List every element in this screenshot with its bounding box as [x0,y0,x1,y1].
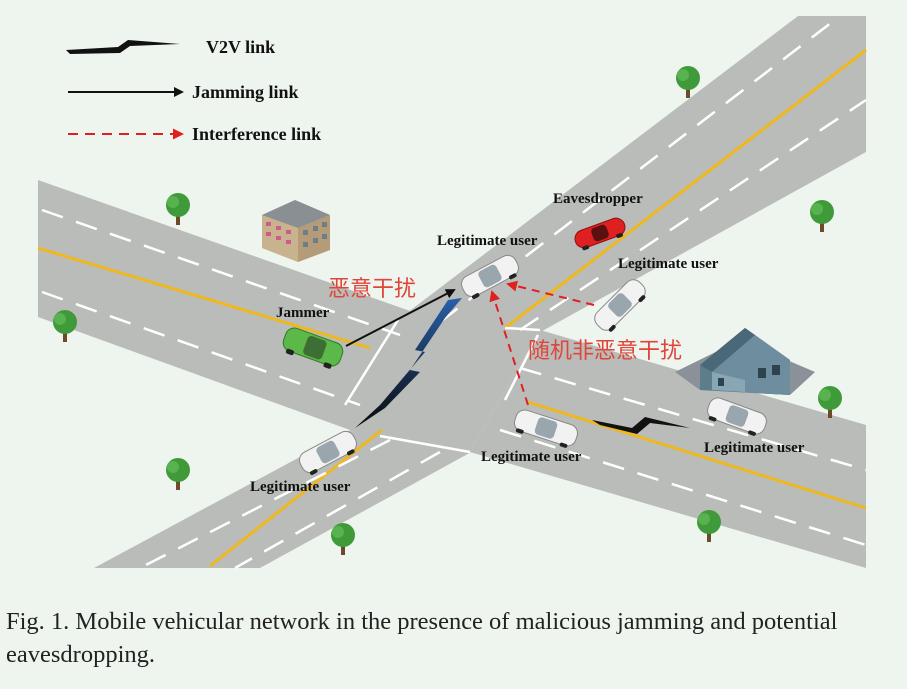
legitimate-user-bottom-left-label: Legitimate user [250,479,351,495]
stop-line-1 [343,319,400,406]
road-east [470,330,866,568]
interference-link-arrow-2 [489,290,529,406]
road-southwest [94,430,475,568]
stop-line-2 [504,326,541,332]
legitimate-user-car-center-icon [461,254,519,299]
intersection [350,322,540,452]
road-northeast [395,16,866,335]
v2v-link-bolt-center [355,298,462,428]
malicious-jamming-annotation: 恶意干扰 [328,277,416,302]
tree-icon [810,200,834,232]
stop-line-4 [379,434,471,454]
figure-caption: Fig. 1. Mobile vehicular network in the … [6,608,838,668]
legitimate-user-car-right-top-icon [594,279,646,332]
v2v-link-bolt-right [592,417,690,434]
tree-icon [53,310,77,342]
yellow-line-northeast [504,48,867,330]
tree-icon [818,386,842,418]
network-diagram: V2V link Jamming link Interference link … [37,15,867,570]
legend-v2v-label: V2V link [206,37,275,57]
legitimate-user-right-top-label: Legitimate user [618,256,719,272]
lane-west-2 [41,290,361,407]
lane-east-2 [499,428,867,547]
legitimate-user-car-bottom-right-icon [707,397,767,436]
tree-icon [697,510,721,542]
lane-east-1 [519,366,867,472]
lane-sw-2 [234,450,441,570]
legitimate-user-car-bottom-mid-icon [514,409,578,448]
legend-v2v-bolt-icon [66,40,180,54]
eavesdropper-label: Eavesdropper [553,191,643,207]
house-icon [675,328,815,395]
yellow-line-west [37,246,371,350]
legend-interference-label: Interference link [192,124,321,144]
lane-west-1 [41,208,401,337]
trees [53,66,842,555]
legitimate-user-center-label: Legitimate user [437,233,538,249]
jammer-label: Jammer [276,305,330,321]
tree-icon [331,523,355,555]
legitimate-user-bottom-mid-label: Legitimate user [481,449,582,465]
eavesdropper-car-icon [574,217,626,251]
legend: V2V link Jamming link Interference link [66,37,321,144]
road-west [38,180,430,430]
legitimate-user-bottom-right-label: Legitimate user [704,440,805,456]
tree-icon [166,458,190,490]
lane-sw-1 [139,438,391,570]
legitimate-user-car-bottom-left-icon [299,430,357,475]
jamming-link-arrow [345,289,456,347]
yellow-line-east [527,400,867,510]
jammer-car-icon [282,327,344,369]
interference-link-arrow-1 [506,280,595,306]
tree-icon [166,193,190,225]
tree-icon [676,66,700,98]
stop-line-3 [503,334,540,401]
office-building-icon [262,200,330,262]
non-malicious-interference-annotation: 随机非恶意干扰 [528,339,682,364]
legend-jamming-label: Jamming link [192,82,299,102]
